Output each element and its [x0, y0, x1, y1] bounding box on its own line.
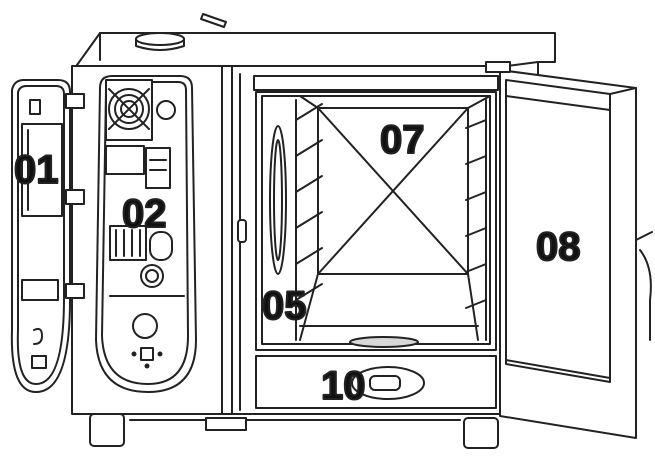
callout-05: 05: [262, 284, 307, 328]
callout-07: 07: [380, 118, 425, 162]
control-panel: [95, 75, 197, 393]
oven-door: [485, 61, 653, 439]
callout-02: 02: [122, 192, 167, 236]
cooking-chamber: [237, 75, 499, 351]
callout-10: 10: [321, 364, 366, 408]
callout-08: 08: [536, 225, 581, 269]
callout-01: 01: [14, 148, 59, 192]
cabinet-feet: [89, 413, 499, 449]
side-panel-door: [10, 79, 85, 393]
front-drawer: [255, 355, 497, 409]
callout-labels: 01 02 05 07 08 10: [13, 117, 582, 409]
